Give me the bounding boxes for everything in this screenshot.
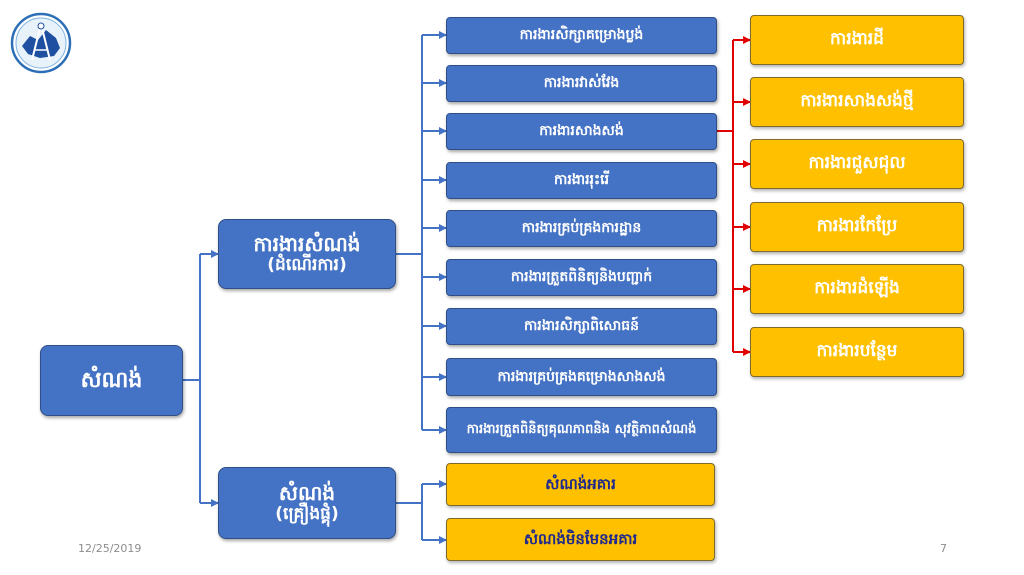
construction-type: ការងារជួសជុល bbox=[750, 139, 964, 189]
root-label: សំណង់ bbox=[80, 367, 143, 393]
works-node: សំណង់ (គ្រឿងផ្គុំ) bbox=[218, 467, 396, 539]
construction-type: ការងារកែប្រែ bbox=[750, 202, 964, 252]
service-item: ការងារសិក្សាពិសោធន៍ bbox=[446, 308, 717, 345]
service-subtitle: (ដំណើរការ) bbox=[267, 254, 347, 275]
works-item: សំណង់អគារ bbox=[446, 463, 715, 506]
service-node: ការងារសំណង់ (ដំណើរការ) bbox=[218, 219, 396, 289]
works-subtitle: (គ្រឿងផ្គុំ) bbox=[275, 503, 339, 524]
service-item: ការងារគ្រប់គ្រងគម្រោងសាងសង់ bbox=[446, 358, 717, 396]
service-item: ការងារត្រួតពិនិត្យនិងបញ្ជាក់ bbox=[446, 259, 717, 296]
service-item: ការងាររុះរើ bbox=[446, 162, 717, 199]
footer-page-number: 7 bbox=[940, 542, 947, 555]
service-item: ការងារសិក្សាគម្រោងប្លង់ bbox=[446, 17, 717, 54]
service-title: ការងារសំណង់ bbox=[253, 231, 361, 256]
service-item: ការងារគ្រប់គ្រងការដ្ឋាន bbox=[446, 210, 717, 247]
service-item: ការងារវាស់វែង bbox=[446, 65, 717, 102]
works-item: សំណង់មិនមែនអគារ bbox=[446, 518, 715, 561]
construction-type: ការងារសាងសង់ថ្មី bbox=[750, 77, 964, 127]
construction-type: ការងារដំឡើង bbox=[750, 264, 964, 314]
construction-type: ការងារដី bbox=[750, 15, 964, 65]
root-node: សំណង់ bbox=[40, 345, 183, 416]
construction-type: ការងារបន្ថែម bbox=[750, 327, 964, 377]
service-item: ការងារសាងសង់ bbox=[446, 113, 717, 150]
works-title: សំណង់ bbox=[278, 480, 336, 505]
footer-date: 12/25/2019 bbox=[78, 542, 142, 555]
logo-icon bbox=[10, 12, 72, 74]
service-item: ការងារត្រួតពិនិត្យគុណភាពនិង សុវត្ថិភាពសំ… bbox=[446, 407, 717, 453]
